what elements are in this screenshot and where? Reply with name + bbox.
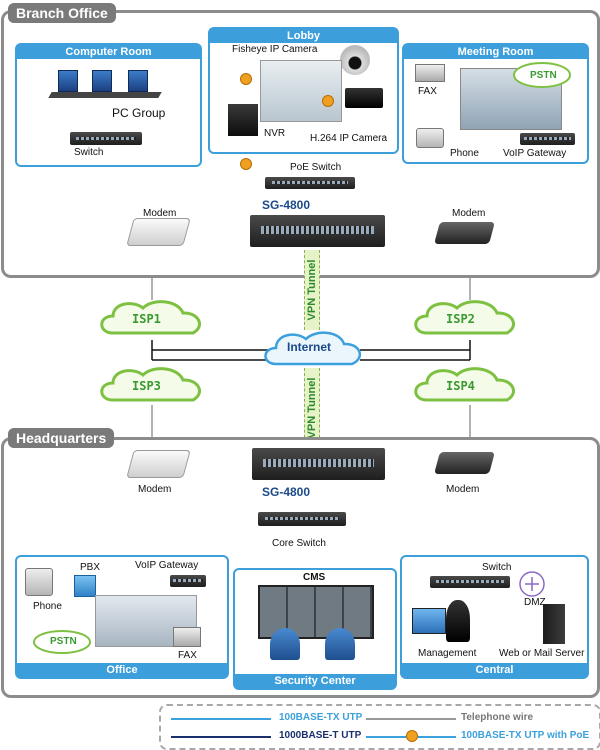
isp2-cloud-icon [414, 300, 515, 335]
phone-icon [25, 568, 53, 596]
pc-icon [128, 70, 148, 92]
pc-group-label: PC Group [112, 106, 166, 120]
isp4-label: ISP4 [446, 379, 475, 393]
computer-room-title: Computer Room [17, 45, 200, 59]
vpn-tunnel-bottom-label: VPN Tunnel [306, 377, 318, 439]
operator-icon [325, 628, 355, 660]
office-fax-icon [173, 627, 201, 647]
legend-t-label: 1000BASE-T UTP [279, 730, 362, 741]
poe-marker-icon [240, 73, 252, 85]
keyboard-icon [48, 92, 162, 98]
poe-marker-icon [322, 95, 334, 107]
fisheye-camera-icon [340, 45, 370, 75]
legend-telephone-line [366, 718, 456, 720]
isp1-label: ISP1 [132, 312, 161, 326]
hq-modem-left-icon [126, 450, 191, 478]
office-pstn-cloud-icon [33, 630, 91, 654]
fax-icon [415, 64, 445, 82]
central-switch-label: Switch [482, 562, 512, 573]
central-title: Central [402, 663, 587, 677]
h264-camera-label: H.264 IP Camera [310, 133, 388, 144]
isp1-cloud-icon [100, 300, 201, 335]
branch-sg4800-icon [250, 215, 385, 247]
pbx-label: PBX [80, 562, 101, 573]
branch-modem-left-icon [126, 218, 191, 246]
legend-poe-icon [406, 730, 418, 742]
vpn-tunnel-bottom: VPN Tunnel [304, 368, 320, 448]
isp3-cloud-icon [100, 367, 201, 402]
headquarters-title: Headquarters [8, 428, 115, 448]
legend-tx-line [171, 718, 271, 720]
lobby-photo [260, 60, 342, 122]
isp4-cloud-icon [414, 367, 515, 402]
hq-sg4800-label: SG-4800 [262, 485, 311, 499]
manager-icon [446, 600, 470, 642]
poe-switch-icon [265, 177, 355, 189]
internet-label: Internet [287, 340, 332, 354]
fax-label: FAX [418, 86, 437, 97]
branch-modem-left-label: Modem [143, 208, 177, 219]
internet-cloud-icon [264, 331, 362, 366]
office-title: Office [17, 663, 227, 677]
pc-icon [58, 70, 78, 92]
hq-sg4800-icon [252, 448, 385, 480]
cms-label: CMS [303, 572, 326, 583]
laptop-icon [412, 608, 446, 634]
nvr-icon [228, 104, 258, 136]
branch-sg4800-label: SG-4800 [262, 198, 311, 212]
branch-modem-right-label: Modem [452, 208, 486, 219]
office-fax-label: FAX [178, 650, 197, 661]
phone-label: Phone [450, 148, 479, 159]
branch-office-title: Branch Office [8, 3, 116, 23]
pc-icon [92, 70, 112, 92]
office-voip-gateway-label: VoIP Gateway [135, 560, 199, 571]
pstn-cloud-icon [513, 62, 571, 88]
operator-icon [270, 628, 300, 660]
computer-room-zone: Computer Room [15, 43, 202, 167]
computer-room-switch-label: Switch [74, 147, 104, 158]
office-pstn-label: PSTN [50, 636, 77, 647]
computer-room-switch [70, 132, 142, 145]
hq-modem-left-label: Modem [138, 484, 172, 495]
office-phone-label: Phone [33, 601, 62, 612]
core-switch-label: Core Switch [272, 538, 326, 549]
isp3-label: ISP3 [132, 379, 161, 393]
pbx-icon [74, 575, 96, 597]
poe-marker-icon [240, 158, 252, 170]
server-label: Web or Mail Server [499, 648, 585, 659]
nvr-label: NVR [264, 128, 286, 139]
legend-t-line [171, 736, 271, 738]
poe-switch-label: PoE Switch [290, 162, 342, 173]
legend-telephone-label: Telephone wire [461, 712, 534, 723]
server-icon [543, 604, 565, 644]
isp2-label: ISP2 [446, 312, 475, 326]
fisheye-camera-label: Fisheye IP Camera [232, 44, 318, 55]
hq-modem-right-label: Modem [446, 484, 480, 495]
pstn-label: PSTN [530, 70, 557, 81]
central-switch-icon [430, 576, 510, 588]
legend-tx-label: 100BASE-TX UTP [279, 712, 363, 723]
core-switch-icon [258, 512, 346, 526]
security-center-title: Security Center [235, 674, 395, 688]
dmz-label: DMZ [524, 597, 546, 608]
lobby-title: Lobby [210, 29, 397, 43]
vpn-tunnel-top-label: VPN Tunnel [306, 259, 318, 321]
meeting-room-title: Meeting Room [404, 45, 587, 59]
hq-modem-right-icon [434, 452, 495, 474]
legend-poe-label: 100BASE-TX UTP with PoE [461, 730, 590, 741]
voip-gateway-label: VoIP Gateway [503, 148, 567, 159]
branch-modem-right-icon [434, 222, 495, 244]
management-label: Management [418, 648, 477, 659]
h264-camera-icon [345, 88, 383, 108]
office-voip-gateway-icon [170, 575, 206, 587]
vpn-tunnel-top: VPN Tunnel [304, 250, 320, 330]
voip-gateway-icon [520, 133, 575, 145]
legend-box: 100BASE-TX UTP Telephone wire 1000BASE-T… [159, 704, 600, 750]
dmz-icon [519, 571, 545, 597]
phone-icon [416, 128, 444, 148]
